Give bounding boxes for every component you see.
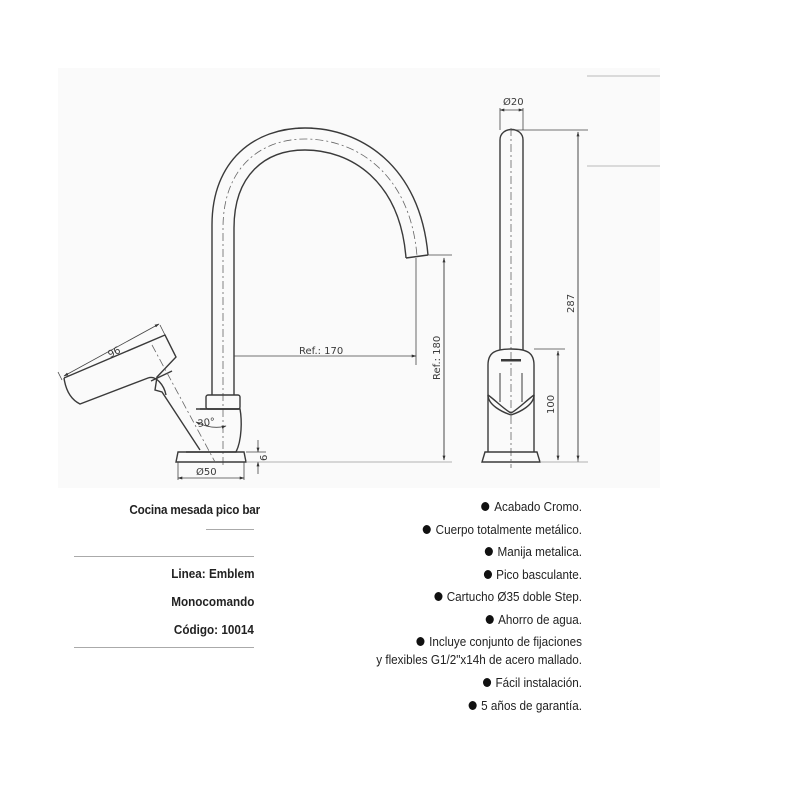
bullet-icon <box>482 678 492 687</box>
front-view <box>63 127 429 465</box>
bullet-icon <box>423 524 432 534</box>
front-view-dimensions <box>57 254 452 480</box>
dim-base-height: 6 <box>259 455 270 461</box>
divider-top <box>74 556 254 557</box>
dim-spout-height: Ref.: 180 <box>432 336 443 380</box>
background-panel-right <box>388 68 660 488</box>
feature-item: Pico basculante. <box>328 564 582 587</box>
product-info: Cocina mesada pico bar Linea: Emblem Mon… <box>60 496 260 648</box>
feature-item: Fácil instalación. <box>328 672 582 695</box>
bullet-icon <box>485 614 494 624</box>
side-view-dimensions <box>499 108 588 463</box>
bullet-icon <box>434 592 443 601</box>
product-type: Monocomando <box>170 594 254 609</box>
bullet-icon <box>484 547 493 556</box>
feature-item: 5 años de garantía. <box>328 695 582 718</box>
bullet-icon <box>468 700 477 710</box>
feature-item: Acabado Cromo. <box>328 496 582 519</box>
dim-spout-diameter: Ø20 <box>503 96 524 108</box>
side-view <box>481 128 541 468</box>
dim-total-height: 287 <box>566 294 577 313</box>
feature-item: Cartucho Ø35 doble Step. <box>328 586 582 609</box>
feature-item: Cuerpo totalmente metálico. <box>328 519 582 542</box>
dim-handle-angle: 30° <box>197 417 216 430</box>
feature-item-continuation: y flexibles G1/2"x14h de acero mallado. <box>376 652 582 667</box>
dim-base-diameter: Ø50 <box>196 466 217 478</box>
divider-bottom <box>74 647 254 648</box>
bullet-icon <box>481 502 490 511</box>
bullet-icon <box>483 569 492 579</box>
product-title: Cocina mesada pico bar <box>129 502 260 517</box>
title-underline <box>206 529 254 530</box>
dim-spout-reach: Ref.: 170 <box>299 346 343 357</box>
dim-body-height: 100 <box>546 395 557 414</box>
product-line: Linea: Emblem <box>170 566 254 581</box>
features-list: Acabado Cromo. Cuerpo totalmente metálic… <box>300 496 582 717</box>
feature-item: Incluye conjunto de fijaciones <box>328 633 582 651</box>
feature-item: Manija metalica. <box>328 541 582 564</box>
dim-handle-length: 96 <box>106 345 122 361</box>
bullet-icon <box>416 637 425 646</box>
product-code: Código: 10014 <box>174 622 254 637</box>
feature-item: Ahorro de agua. <box>328 609 582 632</box>
